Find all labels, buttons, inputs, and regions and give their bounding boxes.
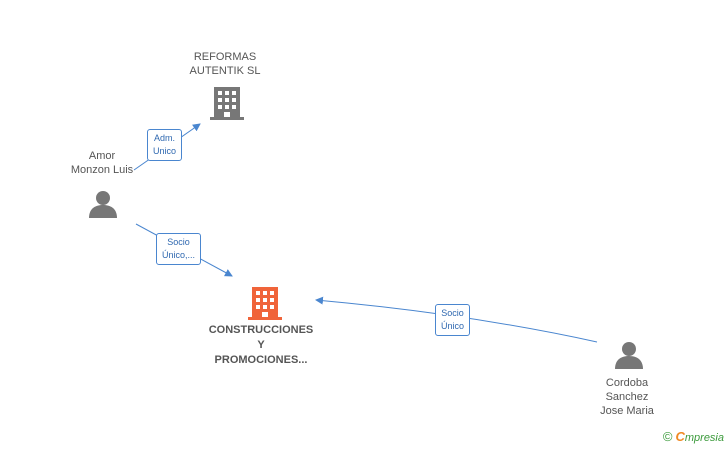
person-icon[interactable]	[614, 341, 644, 369]
brand-name: mpresia	[684, 432, 724, 444]
node-label-line: Y	[257, 339, 265, 351]
edge-label-line: Socio	[167, 237, 190, 247]
edge-label-line: Único	[441, 321, 465, 331]
node-label-cordoba: Cordoba Sanchez Jose Maria	[577, 376, 677, 418]
person-icon[interactable]	[88, 190, 118, 218]
node-label-line: Sanchez	[605, 391, 649, 403]
empresia-logo: ©Cmpresia	[663, 429, 724, 444]
edge-label-line: Único,...	[162, 250, 196, 260]
edge-label-line: Adm.	[154, 133, 176, 143]
copyright-icon: ©	[662, 429, 673, 444]
building-icon-main[interactable]	[248, 284, 282, 320]
node-label-line: REFORMAS	[193, 51, 257, 63]
node-label-line: AUTENTIK SL	[189, 65, 261, 77]
edge-label-line: Unico	[153, 146, 177, 156]
node-label-line: Monzon Luis	[70, 164, 134, 176]
building-icon[interactable]	[210, 84, 244, 120]
edge-label-adm-unico[interactable]: Adm. Unico	[147, 129, 183, 161]
node-label-line: Amor	[88, 150, 116, 162]
edge-label-line: Socio	[441, 308, 464, 318]
node-label-construcciones: CONSTRUCCIONES Y PROMOCIONES...	[191, 323, 331, 368]
node-label-line: Cordoba	[605, 377, 649, 389]
brand-e: C	[675, 429, 685, 444]
node-label-amor: Amor Monzon Luis	[52, 149, 152, 177]
node-label-line: PROMOCIONES...	[214, 354, 308, 366]
edge-label-socio-unico-amor[interactable]: Socio Único,...	[156, 233, 202, 265]
node-label-reformas: REFORMAS AUTENTIK SL	[175, 50, 275, 78]
edge-label-socio-unico-cordoba[interactable]: Socio Único	[435, 304, 471, 336]
node-label-line: Jose Maria	[600, 405, 654, 417]
node-label-line: CONSTRUCCIONES	[208, 324, 314, 336]
